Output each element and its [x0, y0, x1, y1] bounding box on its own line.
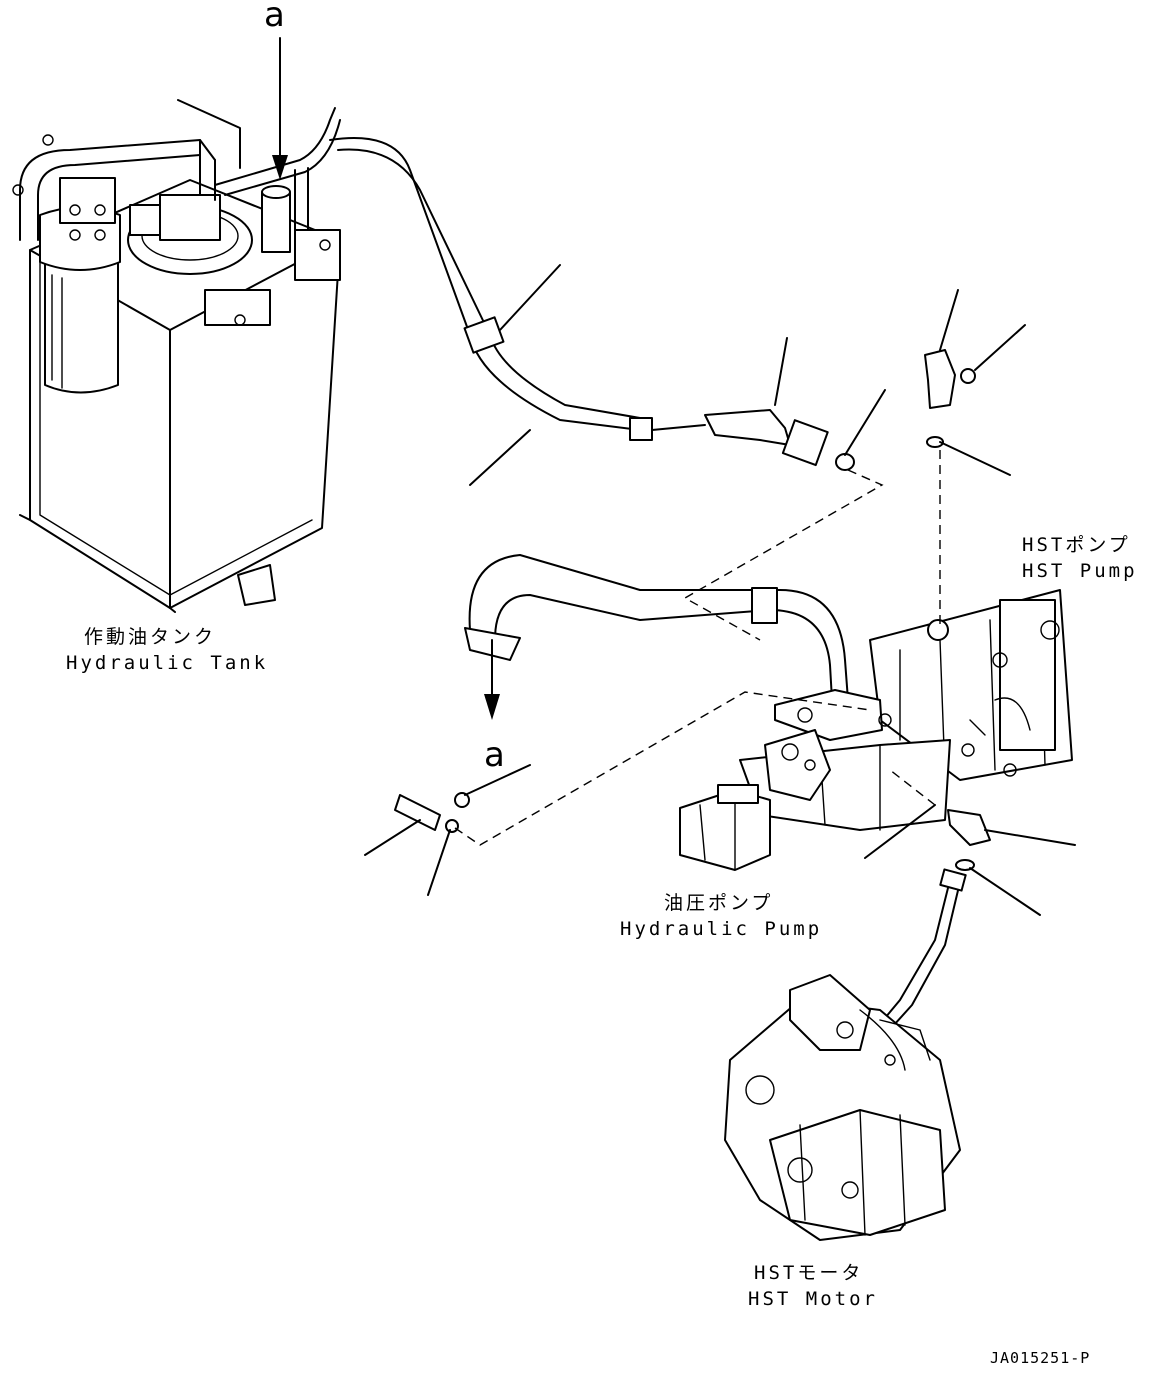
hst-motor-label-en: HST Motor	[748, 1288, 878, 1310]
hst-pump-label-jp: HSTポンプ	[1022, 534, 1131, 556]
flow-arrows	[272, 37, 500, 720]
callout-a-top: a	[264, 0, 285, 35]
hst-pump-drawing	[464, 554, 1073, 781]
callout-a-bottom: a	[484, 735, 505, 775]
hydraulic-tank-label-en: Hydraulic Tank	[66, 652, 269, 674]
elbow-fittings-drawing	[394, 349, 991, 871]
reference-lines	[454, 450, 941, 846]
drawing-code: JA015251-P	[990, 1349, 1091, 1367]
hydraulic-tank-label-jp: 作動油タンク	[84, 626, 217, 648]
leader-lines	[364, 264, 1076, 916]
hydraulic-tank-drawing	[12, 99, 341, 613]
hst-motor-drawing	[724, 868, 967, 1241]
hydraulic-pump-label-en: Hydraulic Pump	[620, 918, 823, 940]
return-hose-drawing	[329, 137, 855, 471]
hst-motor-label-jp: HSTモータ	[754, 1262, 864, 1284]
hydraulic-pump-label-jp: 油圧ポンプ	[664, 892, 774, 914]
hydraulic-pump-drawing	[679, 729, 951, 871]
hst-pump-label-en: HST Pump	[1022, 560, 1138, 582]
